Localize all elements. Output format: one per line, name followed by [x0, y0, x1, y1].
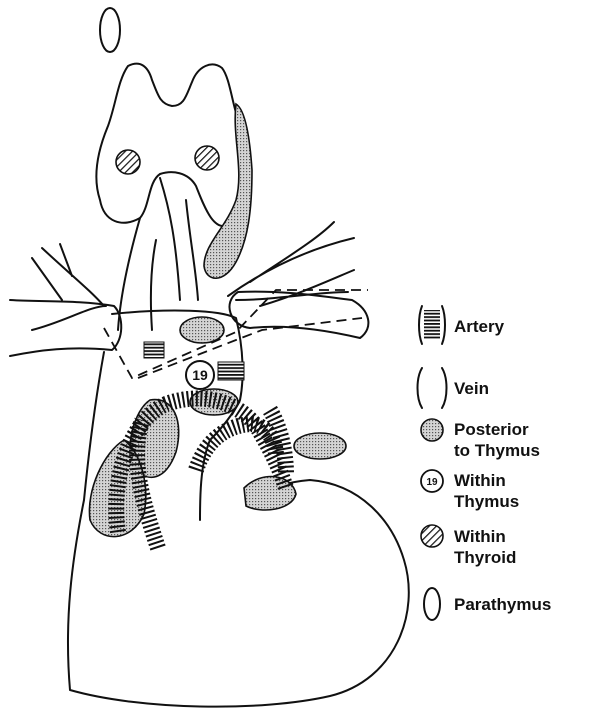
neck-vessels-left — [32, 244, 106, 330]
legend-label-within-thyroid: Within Thyroid — [454, 526, 516, 568]
within-thyroid-icon — [421, 525, 443, 547]
posterior-gland-5 — [294, 433, 346, 459]
thymus-hatch-1 — [144, 342, 164, 358]
parathymus-structure — [100, 8, 120, 52]
posterior-gland-1 — [180, 317, 224, 343]
legend-label-artery: Artery — [454, 316, 504, 337]
left-vessel-lines — [118, 178, 198, 330]
within-thymus-icon: 19 — [421, 470, 443, 492]
legend-label-vein: Vein — [454, 378, 489, 399]
parathymus-icon — [424, 588, 440, 620]
within-thymus-marker-count: 19 — [192, 367, 208, 383]
artery-icon — [419, 306, 445, 344]
legend-label-parathymus: Parathymus — [454, 594, 551, 615]
posterior-to-thymus-icon — [421, 419, 443, 441]
svg-text:19: 19 — [426, 477, 438, 488]
legend-label-within-thymus: Within Thymus — [454, 470, 519, 512]
right-clavicle — [229, 292, 368, 338]
thyroid-parathyroid-right — [195, 146, 219, 170]
thymus-hatch-2 — [218, 362, 244, 380]
vein-icon — [418, 368, 447, 408]
thyroid-parathyroid-left — [116, 150, 140, 174]
thyroid-outline — [96, 64, 244, 226]
legend-label-posterior: Posterior to Thymus — [454, 419, 540, 461]
right-lobe-posterior-extension — [204, 104, 252, 278]
